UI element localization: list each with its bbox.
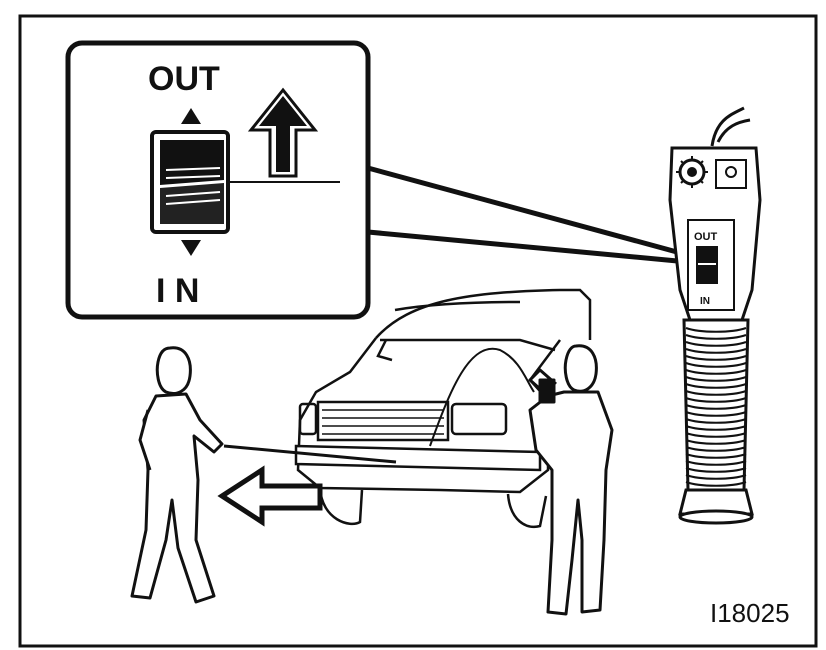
remote-cord	[430, 349, 534, 446]
inset-callout: OUT I N	[68, 43, 688, 317]
remote-out-label: OUT	[694, 231, 718, 243]
remote-grip	[684, 320, 748, 490]
in-label: I N	[156, 272, 199, 310]
remote-in-label: IN	[700, 296, 710, 307]
left-arrow-icon	[222, 470, 320, 522]
person-left	[132, 348, 222, 602]
figure-id: I18025	[710, 598, 790, 628]
callout-line-lower	[368, 232, 688, 262]
remote-cable	[712, 108, 750, 146]
remote-control: OUT IN	[670, 108, 760, 523]
remote-indicator	[716, 160, 746, 188]
out-label: OUT	[148, 60, 220, 98]
callout-line-upper	[368, 168, 688, 255]
person-right	[530, 346, 612, 614]
